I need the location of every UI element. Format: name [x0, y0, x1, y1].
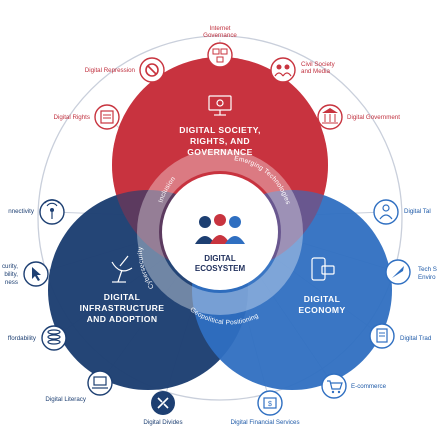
signal-icon[interactable]	[39, 199, 65, 225]
center-title-line1: DIGITAL	[204, 254, 236, 263]
coins-icon[interactable]	[41, 325, 67, 351]
society-title-line1: DIGITAL SOCIETY,	[179, 125, 261, 135]
outer-nodes: $	[23, 42, 411, 416]
infrastructure-title-line1: DIGITAL	[104, 292, 141, 302]
label-tech-env-2: Enviro	[418, 274, 436, 281]
center-title-line2: ECOSYSTEM	[195, 264, 246, 273]
label-internet-governance-2: Governance	[203, 32, 237, 39]
society-title-line2: RIGHTS, AND	[190, 136, 250, 146]
person-icon[interactable]	[373, 199, 399, 225]
label-digital-literacy: Digital Literacy	[45, 396, 86, 403]
label-civil-society-1: Civil Society	[301, 61, 336, 68]
network-screen-icon[interactable]	[207, 42, 233, 68]
label-digital-talent: Digital Tal	[404, 208, 431, 215]
people-icon	[195, 214, 245, 244]
label-internet-governance-1: Internet	[210, 25, 231, 32]
outer-ring	[37, 35, 403, 401]
shopping-cart-icon[interactable]	[321, 373, 347, 399]
rocket-icon[interactable]	[385, 259, 411, 285]
label-digital-repression: Digital Repression	[85, 67, 136, 74]
laptop-icon[interactable]	[87, 370, 113, 396]
monitor-icon	[208, 95, 232, 116]
economy-title-line1: DIGITAL	[304, 294, 341, 304]
label-digital-financial-services: Digital Financial Services	[230, 419, 299, 426]
divide-icon[interactable]	[151, 391, 175, 415]
finance-icon[interactable]: $	[257, 390, 283, 416]
label-digital-trade: Digital Trad	[400, 335, 432, 342]
trade-document-icon[interactable]	[369, 323, 395, 349]
label-tech-env-1: Tech S	[418, 266, 437, 273]
infrastructure-title-line3: AND ADOPTION	[87, 314, 158, 324]
label-digital-government: Digital Government	[347, 114, 400, 121]
government-building-icon[interactable]	[317, 104, 343, 130]
label-security-1: curity,	[2, 263, 18, 270]
label-affordability: ffordability	[8, 335, 37, 342]
cross-cutting-ring	[137, 149, 303, 315]
label-digital-divides: Digital Divides	[143, 419, 182, 426]
society-title-line3: GOVERNANCE	[187, 147, 253, 157]
label-ecommerce: E-commerce	[351, 383, 387, 390]
cursor-icon[interactable]	[23, 261, 49, 287]
label-civil-society-2: and Media	[301, 68, 330, 75]
prohibited-icon[interactable]	[139, 57, 165, 83]
label-security-2: bility,	[4, 271, 18, 278]
label-connectivity: nnectivity	[8, 208, 35, 215]
rights-document-icon[interactable]	[94, 104, 120, 130]
economy-title-line2: ECONOMY	[298, 305, 345, 315]
mobile-money-icon	[311, 257, 335, 281]
svg-text:$: $	[268, 401, 272, 408]
center-disc	[162, 174, 278, 290]
people-group-icon[interactable]	[270, 57, 296, 83]
satellite-dish-icon	[111, 255, 133, 283]
infrastructure-title-line2: INFRASTRUCTURE	[80, 303, 165, 313]
label-security-3: ness	[5, 279, 18, 286]
label-digital-rights: Digital Rights	[54, 114, 90, 121]
